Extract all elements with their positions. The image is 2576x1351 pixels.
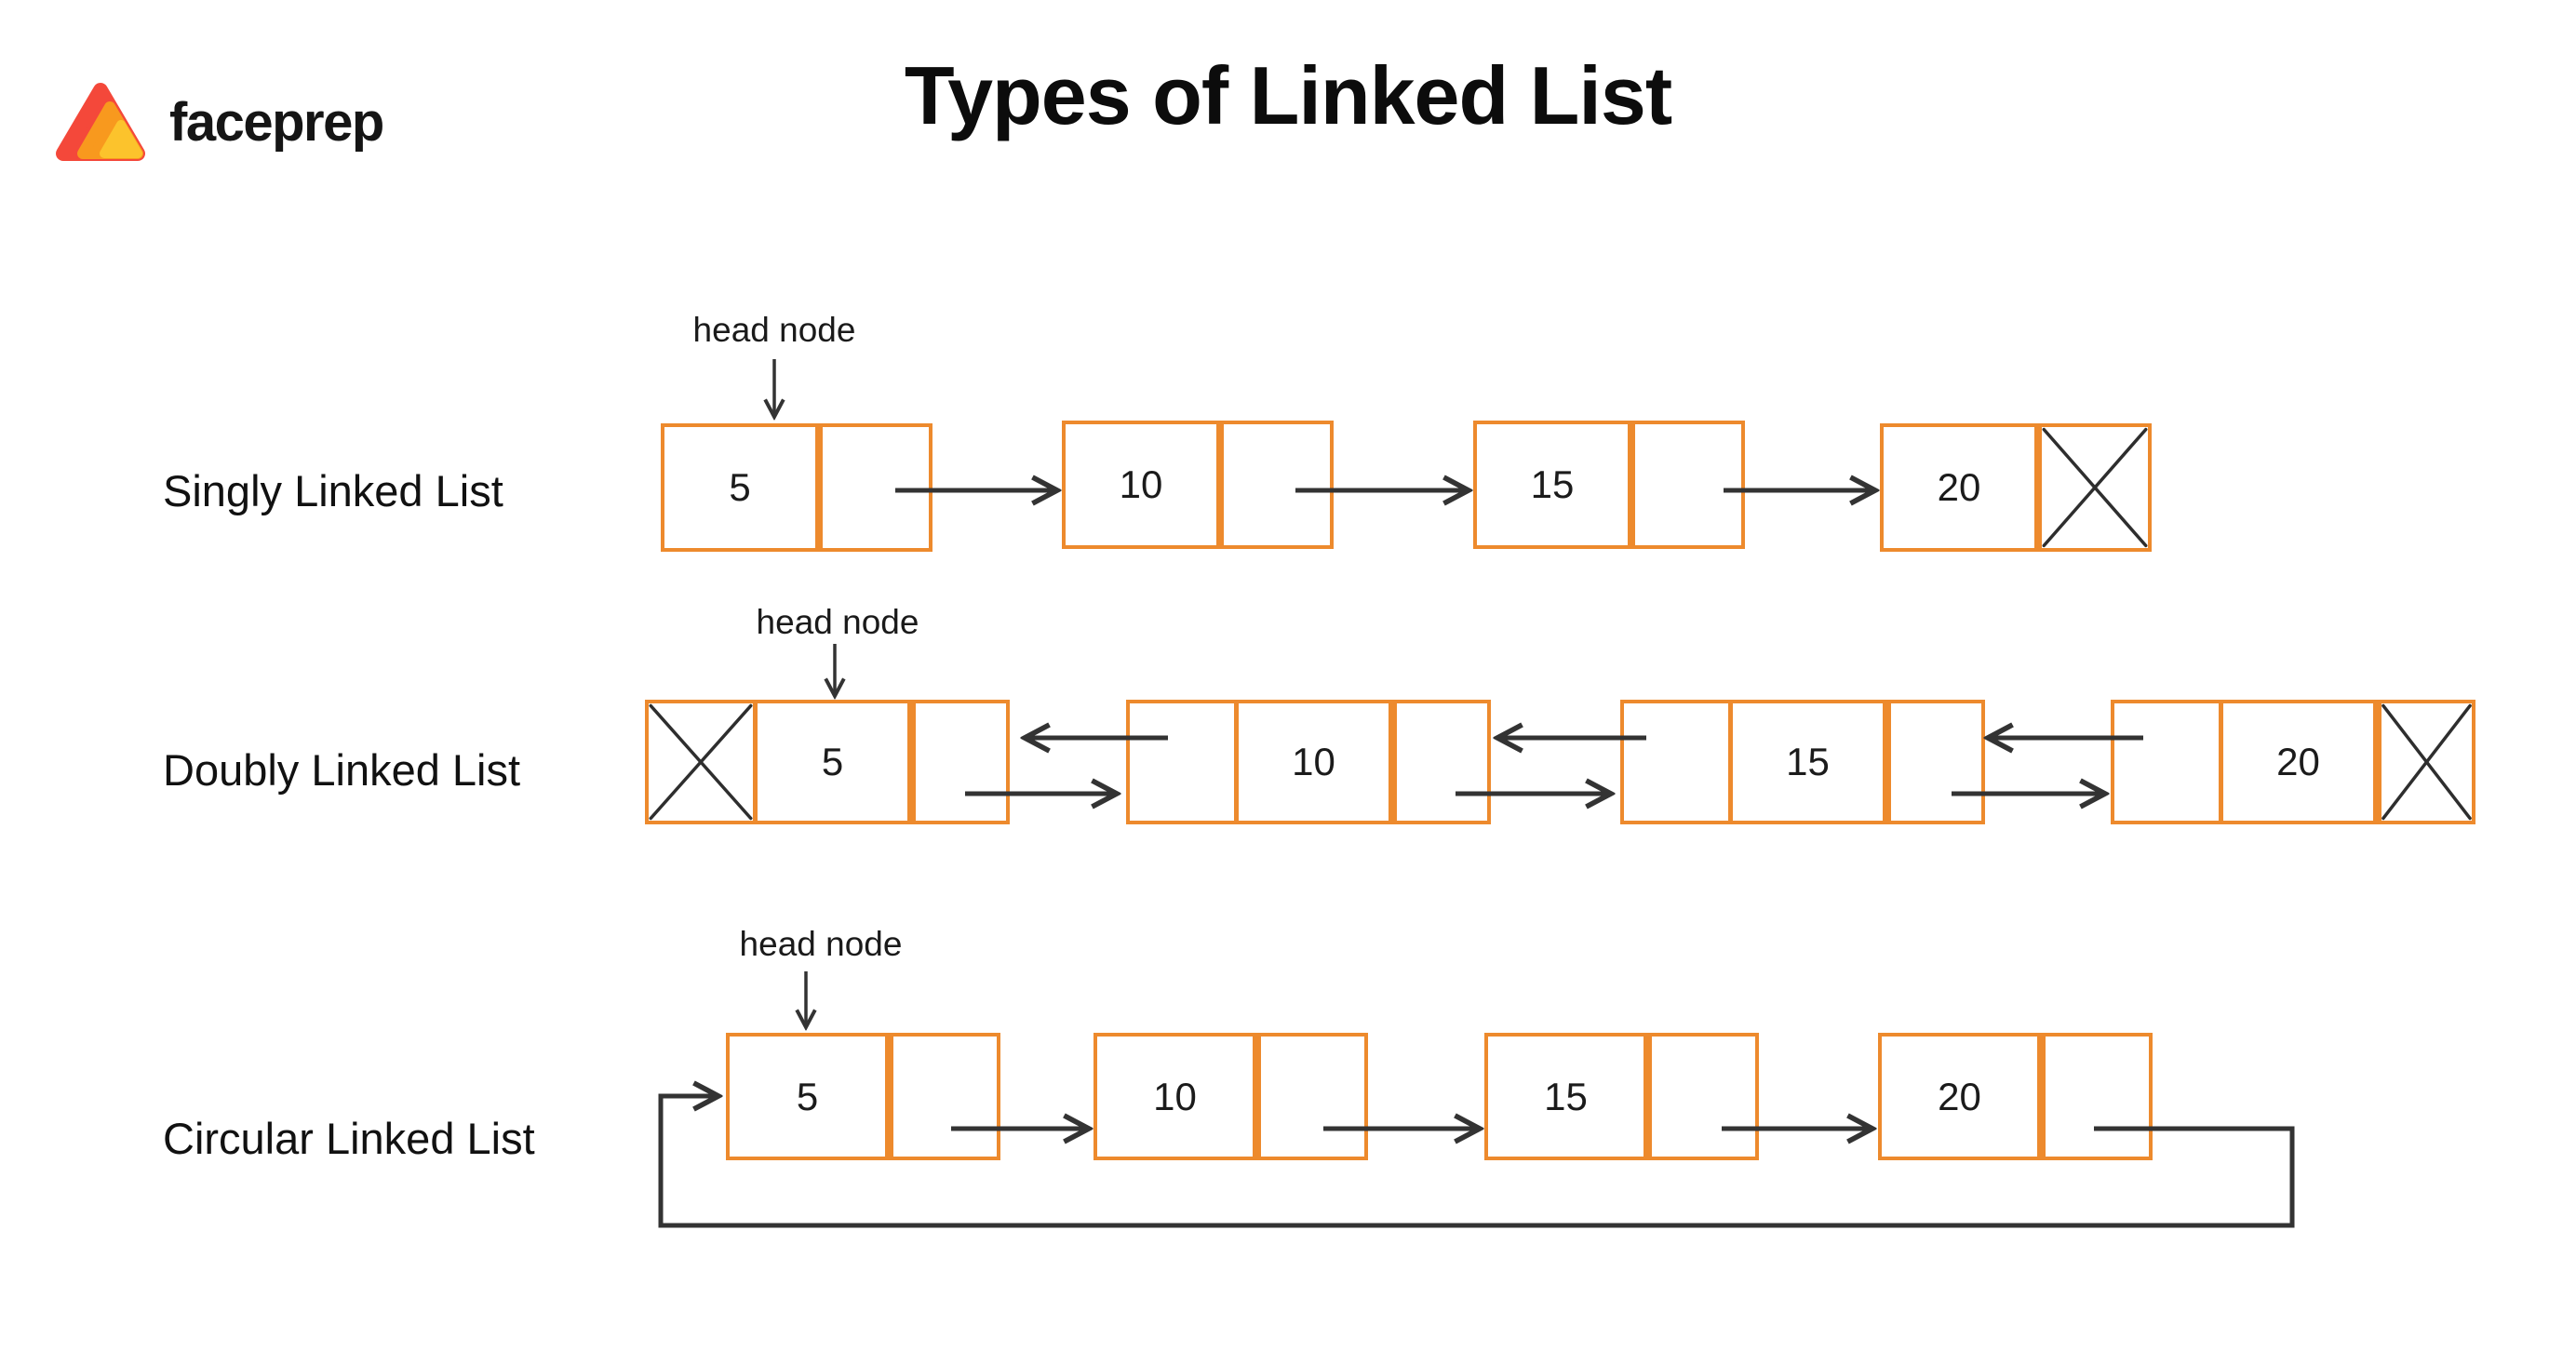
node-next-cell	[1397, 703, 1487, 821]
row-label-circular: Circular Linked List	[163, 1114, 535, 1163]
node-next-cell	[916, 703, 1006, 821]
node-next-cell	[1635, 424, 1741, 545]
circular-node-4: 20	[1878, 1033, 2153, 1160]
node-data-cell: 15	[1733, 703, 1891, 821]
node-value: 5	[821, 740, 844, 783]
node-next-cell	[893, 1037, 997, 1157]
node-data-cell: 20	[1882, 1037, 2046, 1157]
doubly-node-4: 20	[2111, 700, 2475, 824]
node-next-cell	[2381, 703, 2472, 821]
node-next-cell	[1224, 424, 1330, 545]
node-value: 15	[1544, 1074, 1588, 1118]
node-value: 5	[729, 465, 751, 509]
brand-name: faceprep	[169, 91, 384, 153]
node-value: 10	[1119, 462, 1163, 506]
node-data-cell: 10	[1066, 424, 1224, 545]
node-prev-cell	[2114, 703, 2223, 821]
node-data-cell: 5	[730, 1037, 893, 1157]
row-label-doubly: Doubly Linked List	[163, 745, 521, 795]
node-next-cell	[2042, 427, 2148, 548]
node-value: 10	[1153, 1074, 1197, 1118]
node-next-cell	[2046, 1037, 2149, 1157]
node-data-cell: 15	[1477, 424, 1635, 545]
head-node-label-singly: head node	[692, 311, 856, 349]
head-node-label-circular: head node	[739, 925, 903, 963]
node-value: 20	[2276, 740, 2320, 783]
singly-node-3: 15	[1473, 421, 1745, 549]
node-data-cell: 5	[758, 703, 916, 821]
node-next-cell	[1652, 1037, 1755, 1157]
singly-node-4: 20	[1880, 423, 2152, 552]
singly-node-1: 5	[661, 423, 932, 552]
node-value: 20	[1938, 1074, 1981, 1118]
node-next-cell	[823, 427, 929, 548]
page-title: Types of Linked List	[904, 49, 1672, 141]
node-data-cell: 20	[2223, 703, 2381, 821]
node-next-cell	[1891, 703, 1981, 821]
faceprep-logo: faceprep	[52, 78, 384, 166]
head-node-label-doubly: head node	[756, 603, 919, 641]
circular-node-3: 15	[1484, 1033, 1759, 1160]
node-value: 10	[1292, 740, 1335, 783]
node-data-cell: 10	[1239, 703, 1397, 821]
null-pointer-icon	[2042, 427, 2148, 548]
node-value: 5	[796, 1074, 819, 1118]
row-label-singly: Singly Linked List	[163, 466, 503, 515]
node-prev-cell	[649, 703, 758, 821]
node-prev-cell	[1130, 703, 1239, 821]
doubly-node-1: 5	[645, 700, 1010, 824]
doubly-node-3: 15	[1620, 700, 1985, 824]
singly-node-2: 10	[1062, 421, 1334, 549]
null-pointer-icon	[649, 703, 753, 821]
node-prev-cell	[1624, 703, 1733, 821]
faceprep-triangle-icon	[56, 83, 145, 161]
node-data-cell: 20	[1884, 427, 2042, 548]
node-data-cell: 15	[1488, 1037, 1652, 1157]
node-data-cell: 10	[1097, 1037, 1261, 1157]
node-next-cell	[1261, 1037, 1364, 1157]
circular-node-2: 10	[1093, 1033, 1368, 1160]
node-value: 20	[1937, 465, 1981, 509]
null-pointer-icon	[2381, 703, 2472, 821]
circular-node-1: 5	[726, 1033, 1000, 1160]
doubly-node-2: 10	[1126, 700, 1491, 824]
node-data-cell: 5	[664, 427, 823, 548]
node-value: 15	[1530, 462, 1575, 506]
node-value: 15	[1786, 740, 1830, 783]
